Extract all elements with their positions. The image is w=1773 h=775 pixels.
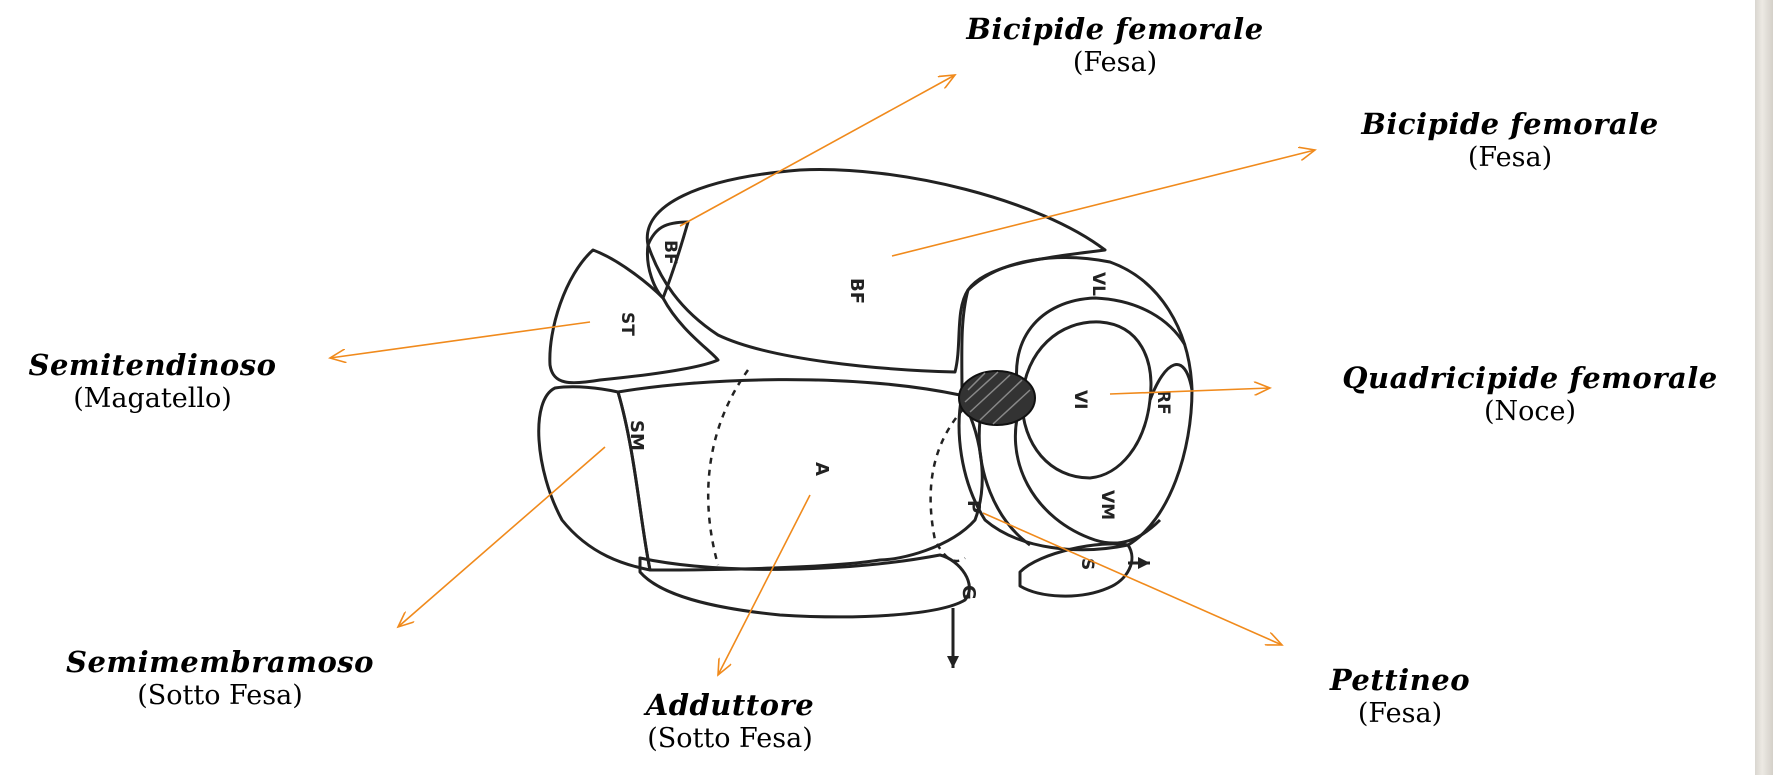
meat-cut: (Sotto Fesa)	[605, 722, 855, 756]
label-a: A	[811, 462, 832, 476]
label-s: S	[1077, 558, 1097, 570]
label-pettineo: Pettineo (Fesa)	[1295, 663, 1505, 731]
muscle-name: Bicipide femorale	[1325, 107, 1695, 141]
arrow-bicipide-small	[680, 75, 955, 226]
label-vm: VM	[1097, 490, 1117, 520]
label-p: P	[963, 500, 984, 513]
label-adduttore: Adduttore (Sotto Fesa)	[605, 688, 855, 756]
muscle-name: Bicipide femorale	[930, 12, 1300, 46]
label-bf-large: BF	[846, 278, 867, 304]
muscle-name: Adduttore	[605, 688, 855, 722]
arrow-bicipide-large	[892, 150, 1315, 256]
label-rf: RF	[1153, 390, 1173, 415]
muscle-sm	[539, 387, 650, 570]
muscle-vm-boundary	[1015, 400, 1160, 543]
label-vi: VI	[1070, 390, 1090, 409]
label-quadricipide-femorale: Quadricipide femorale (Noce)	[1295, 361, 1765, 429]
muscle-inner-ring	[979, 420, 1030, 545]
label-bicipide-femorale-right: Bicipide femorale (Fesa)	[1325, 107, 1695, 175]
muscle-a	[618, 380, 982, 570]
label-semitendinoso: Semitendinoso (Magatello)	[0, 348, 305, 416]
muscle-name: Semimembramoso	[30, 645, 410, 679]
slide-edge-strip	[1755, 0, 1773, 775]
meat-cut: (Sotto Fesa)	[30, 679, 410, 713]
arrow-adduttore	[718, 495, 810, 675]
label-st: ST	[617, 312, 637, 336]
arrow-pettineo	[983, 513, 1282, 645]
meat-cut: (Noce)	[1295, 395, 1765, 429]
label-sm: SM	[626, 420, 647, 451]
muscle-name: Semitendinoso	[0, 348, 305, 382]
meat-cut: (Fesa)	[1325, 141, 1695, 175]
muscle-name: Quadricipide femorale	[1295, 361, 1765, 395]
label-bf-small: BF	[660, 240, 680, 265]
arrow-quadricipide	[1110, 388, 1270, 394]
muscle-s	[1020, 544, 1132, 596]
muscle-g	[640, 555, 969, 617]
muscle-bf-large	[647, 170, 1105, 372]
label-semimembramoso: Semimembramoso (Sotto Fesa)	[30, 645, 410, 713]
muscle-name: Pettineo	[1295, 663, 1505, 697]
meat-cut: (Magatello)	[0, 382, 305, 416]
meat-cut: (Fesa)	[1295, 697, 1505, 731]
label-vl: VL	[1088, 272, 1108, 296]
label-g: G	[958, 585, 979, 600]
label-bicipide-femorale-top: Bicipide femorale (Fesa)	[930, 12, 1300, 80]
meat-cut: (Fesa)	[930, 46, 1300, 80]
arrow-semimembramoso	[398, 447, 605, 627]
dashed-boundary-sm-a	[708, 370, 748, 565]
